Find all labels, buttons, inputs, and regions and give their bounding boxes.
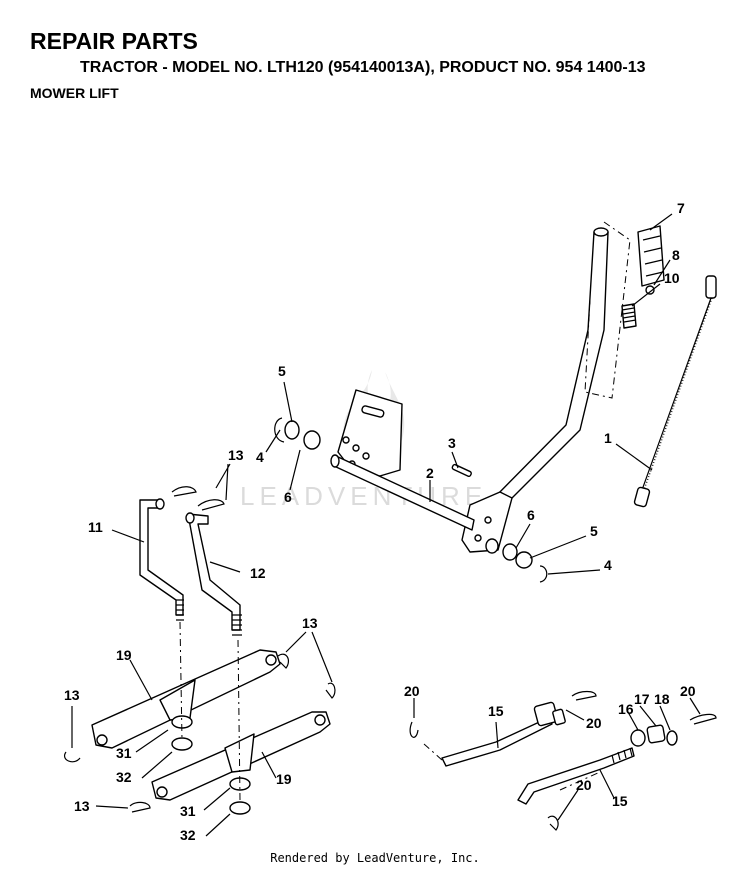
callout-1: 1 (604, 430, 612, 446)
alignment-line-right (237, 639, 241, 801)
callout-15-upper: 15 (488, 703, 504, 719)
clip-right (539, 565, 548, 583)
callout-20-mid: 20 (586, 715, 602, 731)
alignment-line-left (179, 621, 183, 741)
lift-handle (461, 227, 609, 553)
hair-pin-13b (197, 499, 225, 511)
callout-20-left: 20 (404, 683, 420, 699)
callout-32-lower: 32 (180, 827, 196, 843)
clip-left (274, 417, 285, 443)
callout-12: 12 (250, 565, 266, 581)
callouts: 7 8 10 1 5 4 6 3 2 6 5 4 13 11 12 13 19 … (64, 200, 696, 843)
section-title: MOWER LIFT (30, 85, 119, 101)
callout-6-right: 6 (527, 507, 535, 523)
nut-18 (666, 730, 678, 746)
callout-4-right: 4 (604, 557, 612, 573)
lift-link-12 (185, 512, 242, 636)
hair-pin-20a (409, 721, 419, 738)
watermark-text: LEADVENTURE (240, 481, 487, 511)
lift-rod (633, 275, 717, 508)
callout-20-right: 20 (680, 683, 696, 699)
callout-32-upper: 32 (116, 769, 132, 785)
callout-2: 2 (426, 465, 434, 481)
callout-18: 18 (654, 691, 670, 707)
washer-32-lower (229, 801, 251, 815)
callout-4-left: 4 (256, 449, 264, 465)
callout-7: 7 (677, 200, 685, 216)
callout-13-bottom: 13 (74, 798, 90, 814)
callout-13-top: 13 (228, 447, 244, 463)
hair-pin-13c (277, 653, 290, 669)
hair-pin-13a (171, 486, 197, 497)
footer-credit: Rendered by LeadVenture, Inc. (270, 851, 480, 865)
callout-11: 11 (88, 519, 103, 535)
callout-13-left: 13 (64, 687, 80, 703)
ferrule-16 (630, 729, 646, 747)
bushing-right (502, 543, 518, 561)
lift-link-15-lower (517, 747, 635, 805)
hair-pin-20b (571, 690, 597, 701)
callout-31-upper: 31 (116, 745, 132, 761)
callout-5-right: 5 (590, 523, 598, 539)
lift-link-15-upper (441, 701, 566, 767)
shaft-end (485, 538, 499, 554)
mounting-bracket (337, 389, 403, 477)
callout-19-lower: 19 (276, 771, 292, 787)
callout-31-lower: 31 (180, 803, 196, 819)
lift-link-11 (139, 498, 184, 621)
washer-right (515, 551, 533, 569)
trunnion-17 (646, 724, 666, 744)
callout-6-left: 6 (284, 489, 292, 505)
hair-pin-13d (325, 682, 336, 699)
callout-8: 8 (672, 247, 680, 263)
callout-20-bottom: 20 (576, 777, 592, 793)
handle-phantom-outline (584, 221, 631, 399)
washer-32-upper (171, 737, 193, 751)
callout-19-upper: 19 (116, 647, 132, 663)
page-title: REPAIR PARTS (30, 28, 198, 54)
callout-17: 17 (634, 691, 650, 707)
callout-15-lower: 15 (612, 793, 628, 809)
callout-10: 10 (664, 270, 680, 286)
hair-pin-20d (547, 815, 559, 831)
alignment-line-link (423, 743, 443, 761)
lift-arm-upper (91, 649, 281, 749)
bushing-left (303, 430, 321, 450)
handle-button (645, 285, 655, 295)
page-subtitle: TRACTOR - MODEL NO. LTH120 (954140013A),… (80, 59, 646, 76)
callout-16: 16 (618, 701, 634, 717)
hair-pin-13f (129, 801, 151, 813)
handle-grip (637, 225, 665, 287)
callout-5-left: 5 (278, 363, 286, 379)
hair-pin-13e (64, 751, 81, 763)
alignment-line-link-2 (559, 771, 601, 791)
callout-13-mid: 13 (302, 615, 318, 631)
washer-left (284, 420, 300, 440)
callout-3: 3 (448, 435, 456, 451)
leader-lines (71, 213, 701, 837)
hair-pin-20c (689, 713, 717, 725)
handle-spring (621, 303, 637, 329)
roll-pin (451, 463, 472, 477)
